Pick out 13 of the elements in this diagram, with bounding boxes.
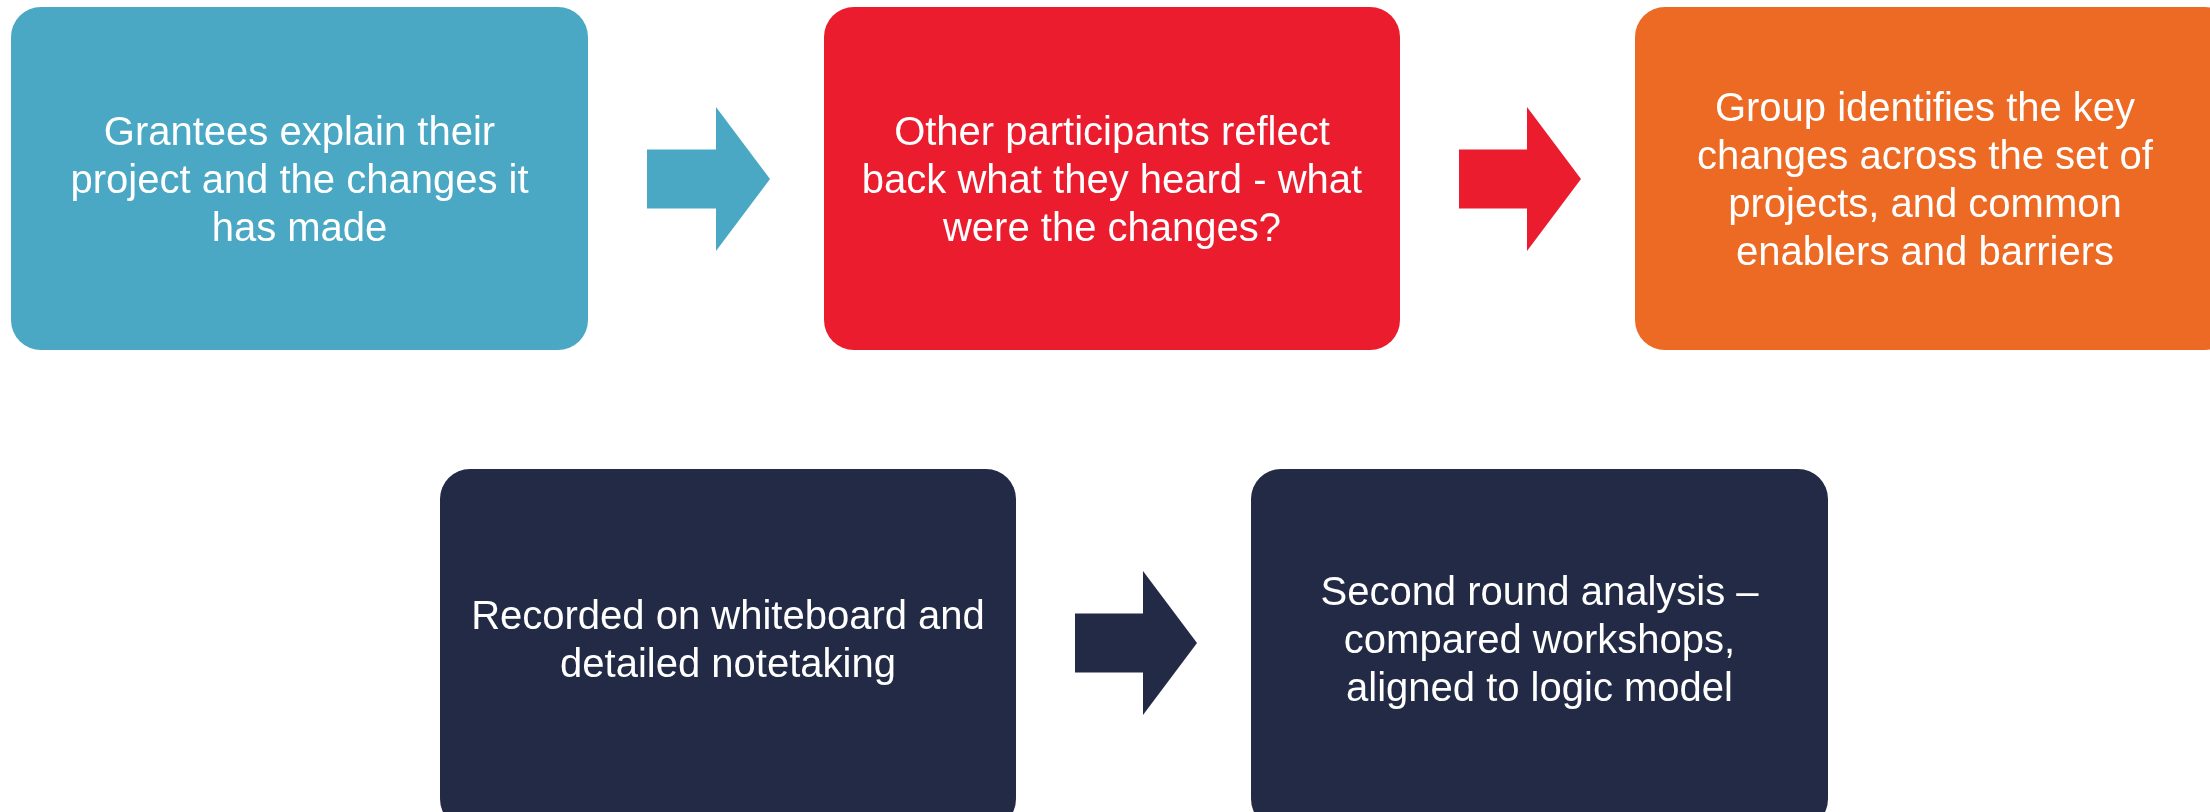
- box-text: Group identifies the key changes across the set of projects, and common enablers and barriers: [1696, 83, 2154, 275]
- block-arrow: [1075, 571, 1197, 715]
- box-text: Recorded on whiteboard and detailed notetaking: [470, 592, 986, 687]
- box-text: Grantees explain their project and the changes it has made: [69, 107, 530, 251]
- process-box: [11, 7, 588, 350]
- process-box: [824, 7, 1400, 350]
- block-arrow: [647, 107, 770, 251]
- box-text: Other participants reflect back what they heard - what were the changes?: [860, 107, 1364, 251]
- process-box: [1251, 469, 1828, 812]
- process-box: [1635, 7, 2210, 350]
- block-arrow: [1459, 107, 1581, 251]
- process-box: [440, 469, 1016, 812]
- box-text: Second round analysis – compared workshops, aligned to logic model: [1319, 568, 1760, 711]
